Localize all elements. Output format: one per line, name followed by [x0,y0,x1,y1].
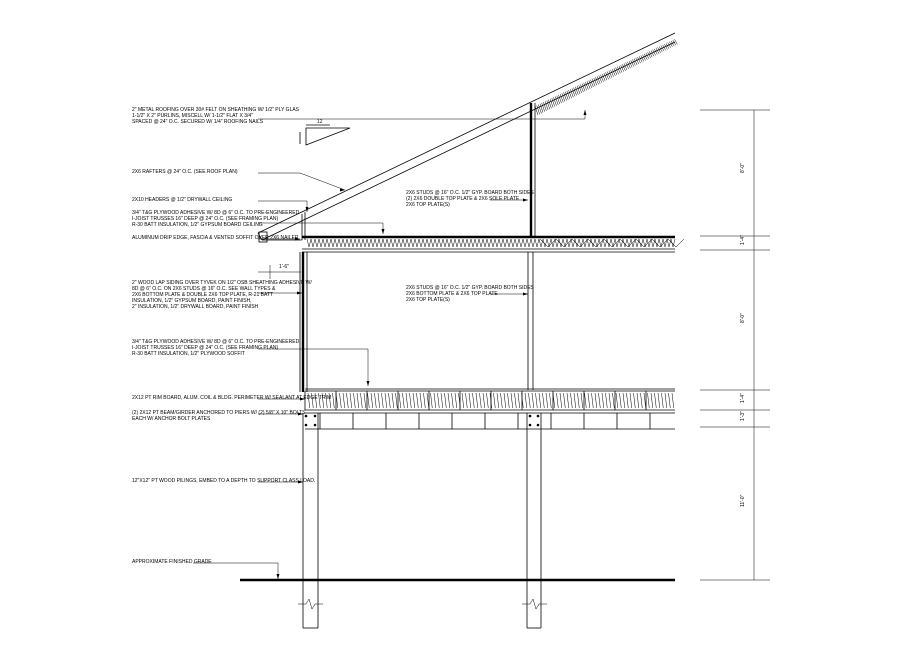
note-interior-wall: 2X6 STUDS @ 16" O.C. 1/2" GYP. BOARD BOT… [406,285,535,303]
dim-floor: 1'-4" [740,393,746,403]
notes: 2" METAL ROOFING OVER 30# FELT ON SHEATH… [132,107,535,565]
leader-lines [193,110,587,579]
note-rim-board: 2X12 PT RIM BOARD, ALUM. COIL & BLDG. PE… [132,395,331,401]
note-finished-grade: APPROXIMATE FINISHED GRADE [132,559,212,565]
overhang-dimension: 1'-6" [258,264,301,279]
ceiling-joists [302,235,685,253]
note-headers: 2X10 HEADERS @ 1/2" DRYWALL CEILING [132,197,232,203]
note-pilings: 12"X12" PT WOOD PILINGS, EMBED TO A DEPT… [132,478,315,484]
slope-rise-label: 12 [317,119,323,125]
anchor-bolts [304,414,540,427]
note-rafters: 2X6 RAFTERS @ 24" O.C. (SEE ROOF PLAN) [132,169,238,175]
ceiling-insulation-hatch [306,238,685,248]
dim-pilings: 11'-0" [740,494,746,507]
slope-indicator: 12 [299,119,351,146]
fascia [258,231,268,243]
floor-joist-bays [319,413,651,429]
dim-beam: 1'-3" [740,411,746,421]
floor-system [304,388,675,430]
overhang-dimension-text: 1'-6" [279,264,289,270]
exterior-wall [299,252,308,392]
pilings [298,413,547,629]
note-beam-girder: (2) 2X12 PT BEAM/GIRDER ANCHORED TO PIER… [132,410,307,422]
note-roofing: 2" METAL ROOFING OVER 30# FELT ON SHEATH… [132,107,300,125]
note-exterior-wall: 2" WOOD LAP SIDING OVER TYVEK ON 1/2" OS… [132,280,313,310]
note-ceiling-plywood: 3/4" T&G PLYWOOD ADHESIVE W/ 8D @ 6" O.C… [132,210,301,228]
dim-wall-lower: 8'-0" [740,313,746,323]
dim-ceiling: 1'-4" [740,235,746,245]
roof [257,32,678,243]
note-upper-wall: 2X6 STUDS @ 16" O.C. 1/2" GYP. BOARD BOT… [406,190,535,208]
note-drip-edge: ALUMINUM DRIP EDGE, FASCIA & VENTED SOFF… [132,235,299,241]
roof-insulation-hatch [534,39,678,116]
note-floor-plywood: 3/4" T&G PLYWOOD ADHESIVE W/ 8D @ 6" O.C… [132,339,301,357]
dim-wall-upper: 8'-0" [740,163,746,173]
dimension-string: 8'-0" 1'-4" 8'-0" 1'-4" 1'-3" 11'-0" [700,109,770,581]
interior-wall [527,103,536,390]
floor-insulation-hatch [304,391,674,410]
